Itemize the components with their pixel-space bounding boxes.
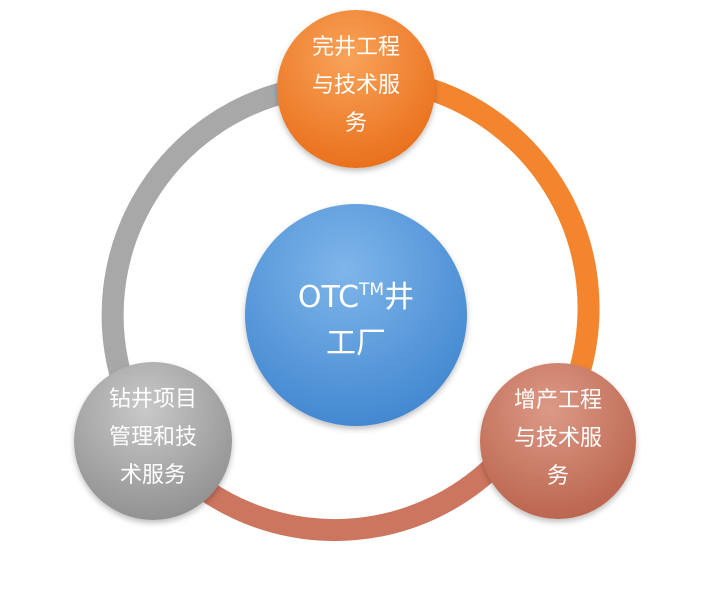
- node-bottom-left-line3: 术服务: [120, 463, 186, 488]
- ring: [101, 75, 600, 542]
- node-bottom-left-circle: [74, 362, 232, 520]
- node-bottom-right-circle: [480, 363, 636, 519]
- center-title-line1: OTCTM井: [298, 280, 414, 315]
- ring-arc-salmon: [198, 457, 503, 542]
- node-top-line3: 务: [345, 111, 367, 136]
- center-title-line2: 工厂: [326, 326, 386, 361]
- node-top-circle: [277, 10, 435, 168]
- ring-arc-gray: [101, 79, 298, 384]
- node-bottom-right-line2: 与技术服: [514, 426, 602, 451]
- center-circle: [245, 204, 467, 426]
- node-bottom-right-line1: 增产工程: [514, 388, 602, 413]
- node-bottom-right-line3: 务: [547, 464, 569, 489]
- ring-arc-orange: [416, 75, 600, 373]
- center-node: OTCTM井 工厂: [245, 204, 467, 426]
- node-bottom-right: 增产工程 与技术服 务: [480, 363, 636, 519]
- node-bottom-left: 钻井项目 管理和技 术服务: [74, 362, 232, 520]
- node-top-line2: 与技术服: [312, 73, 400, 98]
- node-bottom-left-line1: 钻井项目: [109, 387, 197, 412]
- node-top: 完井工程 与技术服 务: [277, 10, 435, 168]
- node-bottom-left-line2: 管理和技: [109, 425, 197, 450]
- node-top-line1: 完井工程: [312, 35, 400, 60]
